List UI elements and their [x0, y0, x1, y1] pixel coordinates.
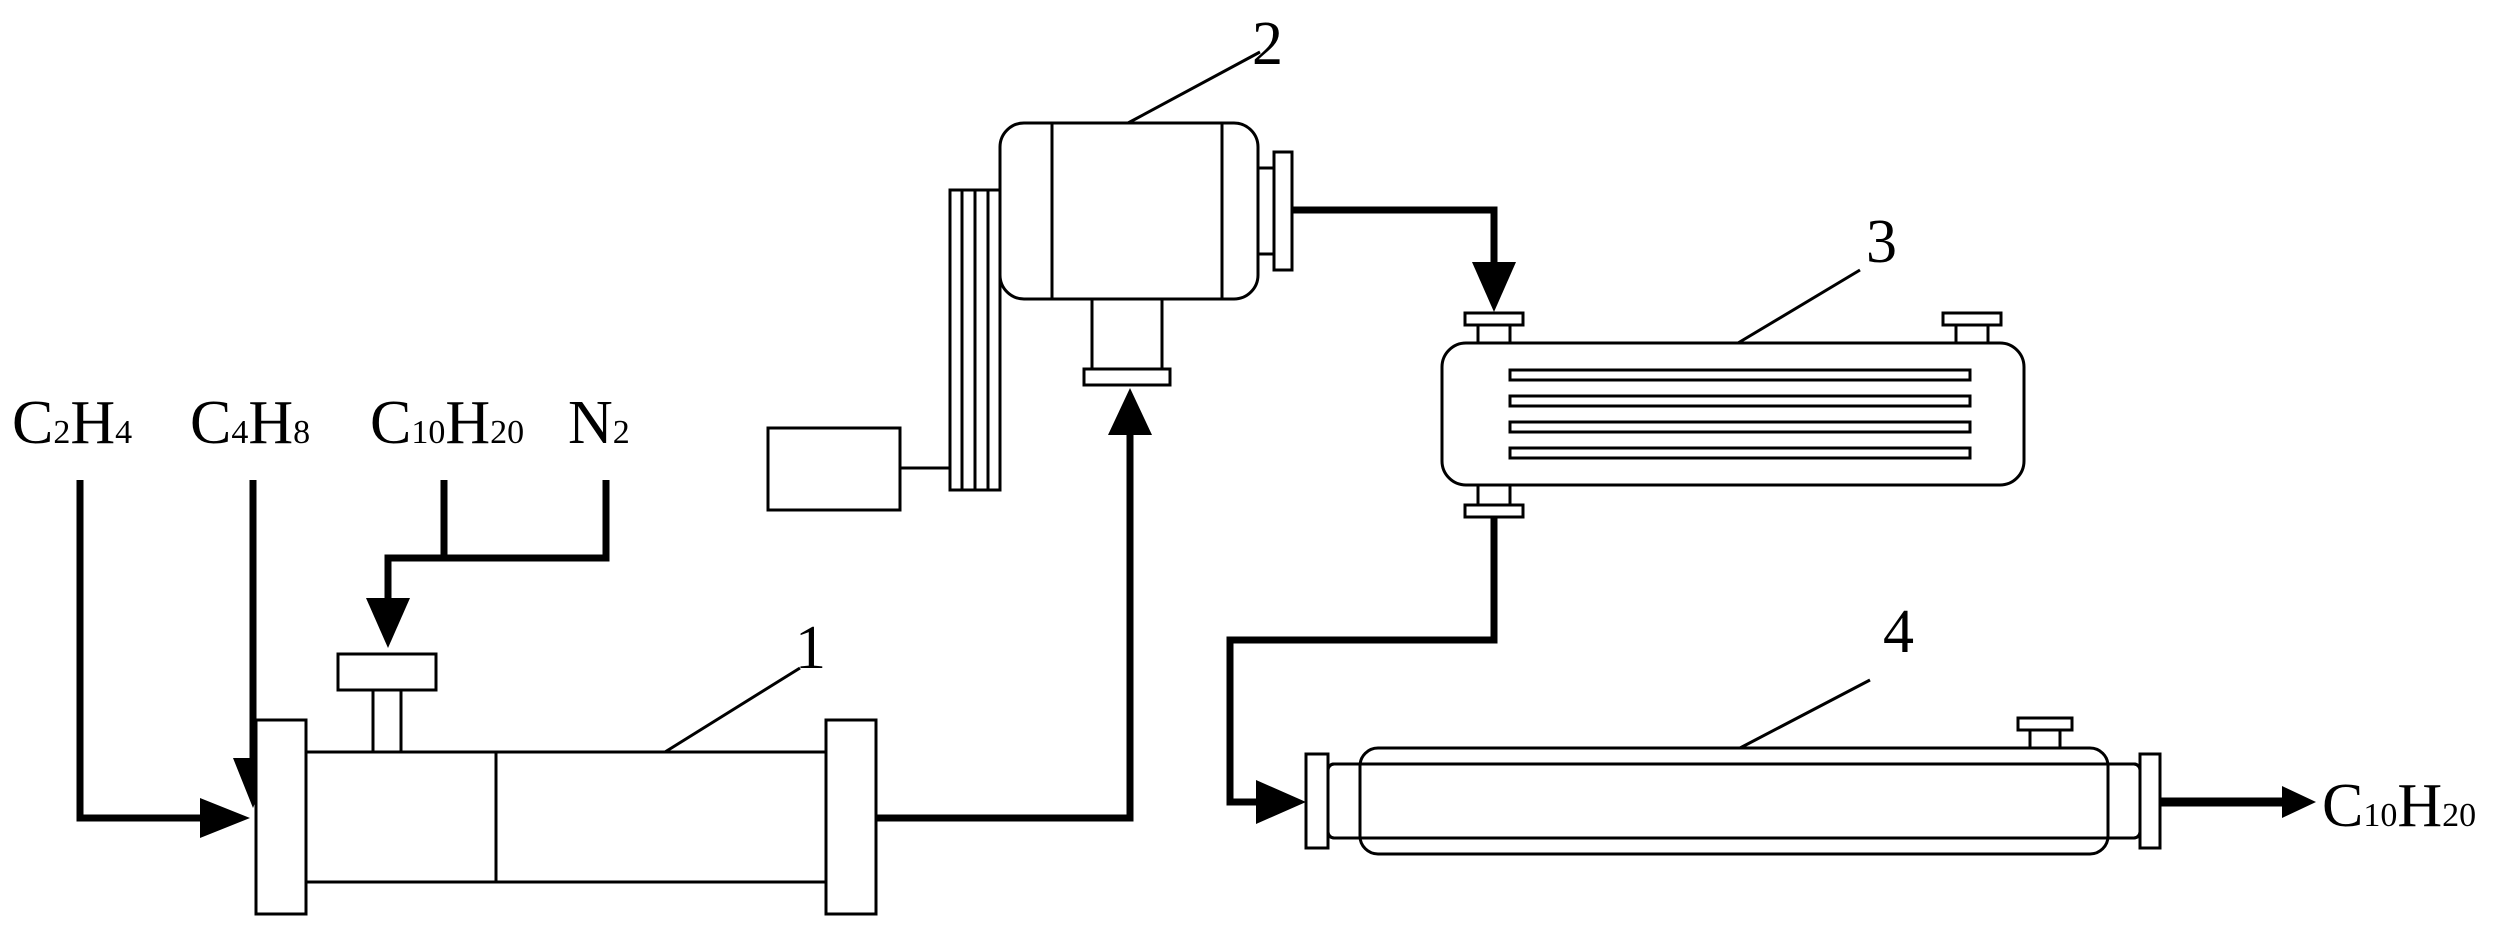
- unit-label-4: 4: [1883, 598, 1914, 666]
- leader-2: [1127, 50, 1261, 125]
- leader-4: [1739, 678, 1871, 750]
- unit-1-reactor: [254, 652, 878, 916]
- compressor-body: [998, 121, 1260, 301]
- compressor-to-condenser-line: [1292, 206, 1498, 262]
- feed-label-c2h4: C2H4: [12, 389, 132, 457]
- unit-label-1: 1: [795, 614, 826, 682]
- exchanger-shell: [1440, 341, 2026, 487]
- exchanger-tube-2: [1508, 394, 1972, 408]
- unit-3-heat-exchanger: [1440, 311, 2026, 519]
- reactor-body: [304, 750, 828, 884]
- reactor-nozzle-cap: [336, 652, 438, 692]
- exchanger-tube-4: [1508, 446, 1972, 460]
- exchanger-bottom-nozzle: [1476, 483, 1512, 507]
- compressor-outlet-flange-inner: [1256, 166, 1276, 256]
- motor-box: [766, 426, 902, 512]
- reactor-nozzle-stem: [371, 688, 403, 754]
- merge-arrowhead: [366, 598, 410, 648]
- compressor-inlet-neck: [1090, 297, 1164, 371]
- condenser-to-separator-line: [1226, 517, 1498, 806]
- feed-label-c10h20: C10H20: [370, 389, 524, 457]
- exchanger-bottom-flange: [1463, 503, 1525, 519]
- leader-1: [664, 666, 801, 754]
- exchanger-tube-1: [1508, 368, 1972, 382]
- compressor-inlet-flange: [1082, 367, 1172, 387]
- unit-label-3: 3: [1866, 208, 1897, 276]
- reactor-to-compressor-line: [876, 435, 1134, 822]
- feed-label-c4h8: C4H8: [190, 389, 310, 457]
- compressor-inlet-arrowhead: [1108, 388, 1152, 435]
- compressor-outlet-flange: [1272, 150, 1294, 272]
- c2h4-feed-line: [76, 480, 200, 822]
- n2-feed-line: [384, 480, 610, 598]
- vessel-shell: [1358, 746, 2110, 856]
- vessel-top-nozzle: [2028, 728, 2062, 750]
- leader-3: [1737, 268, 1861, 345]
- unit-2-compressor: [766, 121, 1294, 512]
- unit-label-2: 2: [1252, 10, 1283, 78]
- reactor-right-flange: [824, 718, 878, 916]
- vessel-left-flange: [1304, 752, 1330, 850]
- product-arrowhead: [2282, 786, 2316, 818]
- condenser-inlet-arrowhead: [1472, 262, 1516, 312]
- feed-lines: [76, 480, 610, 838]
- exchanger-top-flange-right: [1941, 311, 2003, 327]
- exchanger-top-flange-left: [1463, 311, 1525, 327]
- vessel-top-flange: [2016, 716, 2074, 732]
- product-label-c10h20: C10H20: [2322, 772, 2476, 840]
- exchanger-tube-3: [1508, 420, 1972, 434]
- reactor-left-flange: [254, 718, 308, 916]
- unit-4-vessel: [1304, 716, 2162, 856]
- separator-inlet-arrowhead: [1256, 780, 1306, 824]
- c2h4-arrowhead: [200, 798, 250, 838]
- vessel-right-flange: [2138, 752, 2162, 850]
- feed-label-n2: N2: [568, 389, 630, 457]
